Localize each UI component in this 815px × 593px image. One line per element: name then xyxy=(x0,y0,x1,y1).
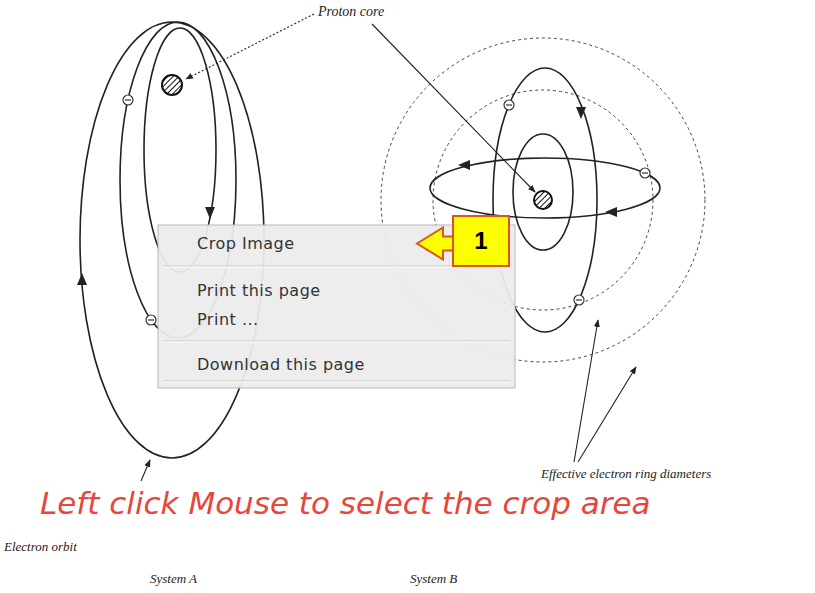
leader-lines xyxy=(141,14,636,481)
proton-core-a xyxy=(162,75,182,95)
part-label: Proton core xyxy=(318,4,384,20)
menu-separator xyxy=(163,341,510,342)
leader-line xyxy=(141,460,150,481)
instruction-text: Left click Mouse to select the crop area xyxy=(40,488,651,519)
electron-sign xyxy=(576,299,582,300)
menu-item-text: Download this page xyxy=(197,355,365,374)
menu-item-text: Crop Image xyxy=(197,234,295,253)
callout-text: 1 xyxy=(474,227,487,255)
leader-line xyxy=(372,24,535,192)
orbit-arrow xyxy=(205,207,215,219)
electron xyxy=(574,295,584,305)
menu-item: Crop Image xyxy=(175,230,415,257)
electron xyxy=(504,100,514,110)
leader-line xyxy=(574,320,598,462)
menu-item-text: Print this page xyxy=(197,281,321,300)
electron-sign xyxy=(642,172,648,173)
electron xyxy=(123,95,133,105)
proton-core-b xyxy=(534,191,552,209)
menu-separator xyxy=(163,381,510,382)
part-label: Electron orbit xyxy=(4,540,77,555)
electron xyxy=(146,315,156,325)
proton-core xyxy=(162,75,182,95)
part-label: Effective electron ring diameters xyxy=(541,467,711,482)
proton-core xyxy=(534,191,552,209)
menu-item: Print ... xyxy=(175,306,415,333)
callout-number: 1 xyxy=(452,215,510,267)
leader-line xyxy=(186,14,314,79)
menu-item: Download this page xyxy=(175,351,415,378)
horizontal-orbit xyxy=(430,158,660,218)
system-caption: System A xyxy=(150,572,197,587)
inner-orbit xyxy=(513,134,573,250)
electrons-b xyxy=(504,100,650,305)
system-caption: System B xyxy=(410,572,457,587)
electron-sign xyxy=(506,104,512,105)
electron xyxy=(640,168,650,178)
electrons-a xyxy=(123,95,156,325)
electron-sign xyxy=(125,99,131,100)
menu-item: Print this page xyxy=(175,277,415,304)
orbit-arrow xyxy=(77,273,87,285)
menu-item-text: Print ... xyxy=(197,310,259,329)
menu-separator xyxy=(163,342,510,343)
menu-separator xyxy=(163,382,510,383)
electron-sign xyxy=(148,319,154,320)
leader-line xyxy=(578,367,636,462)
